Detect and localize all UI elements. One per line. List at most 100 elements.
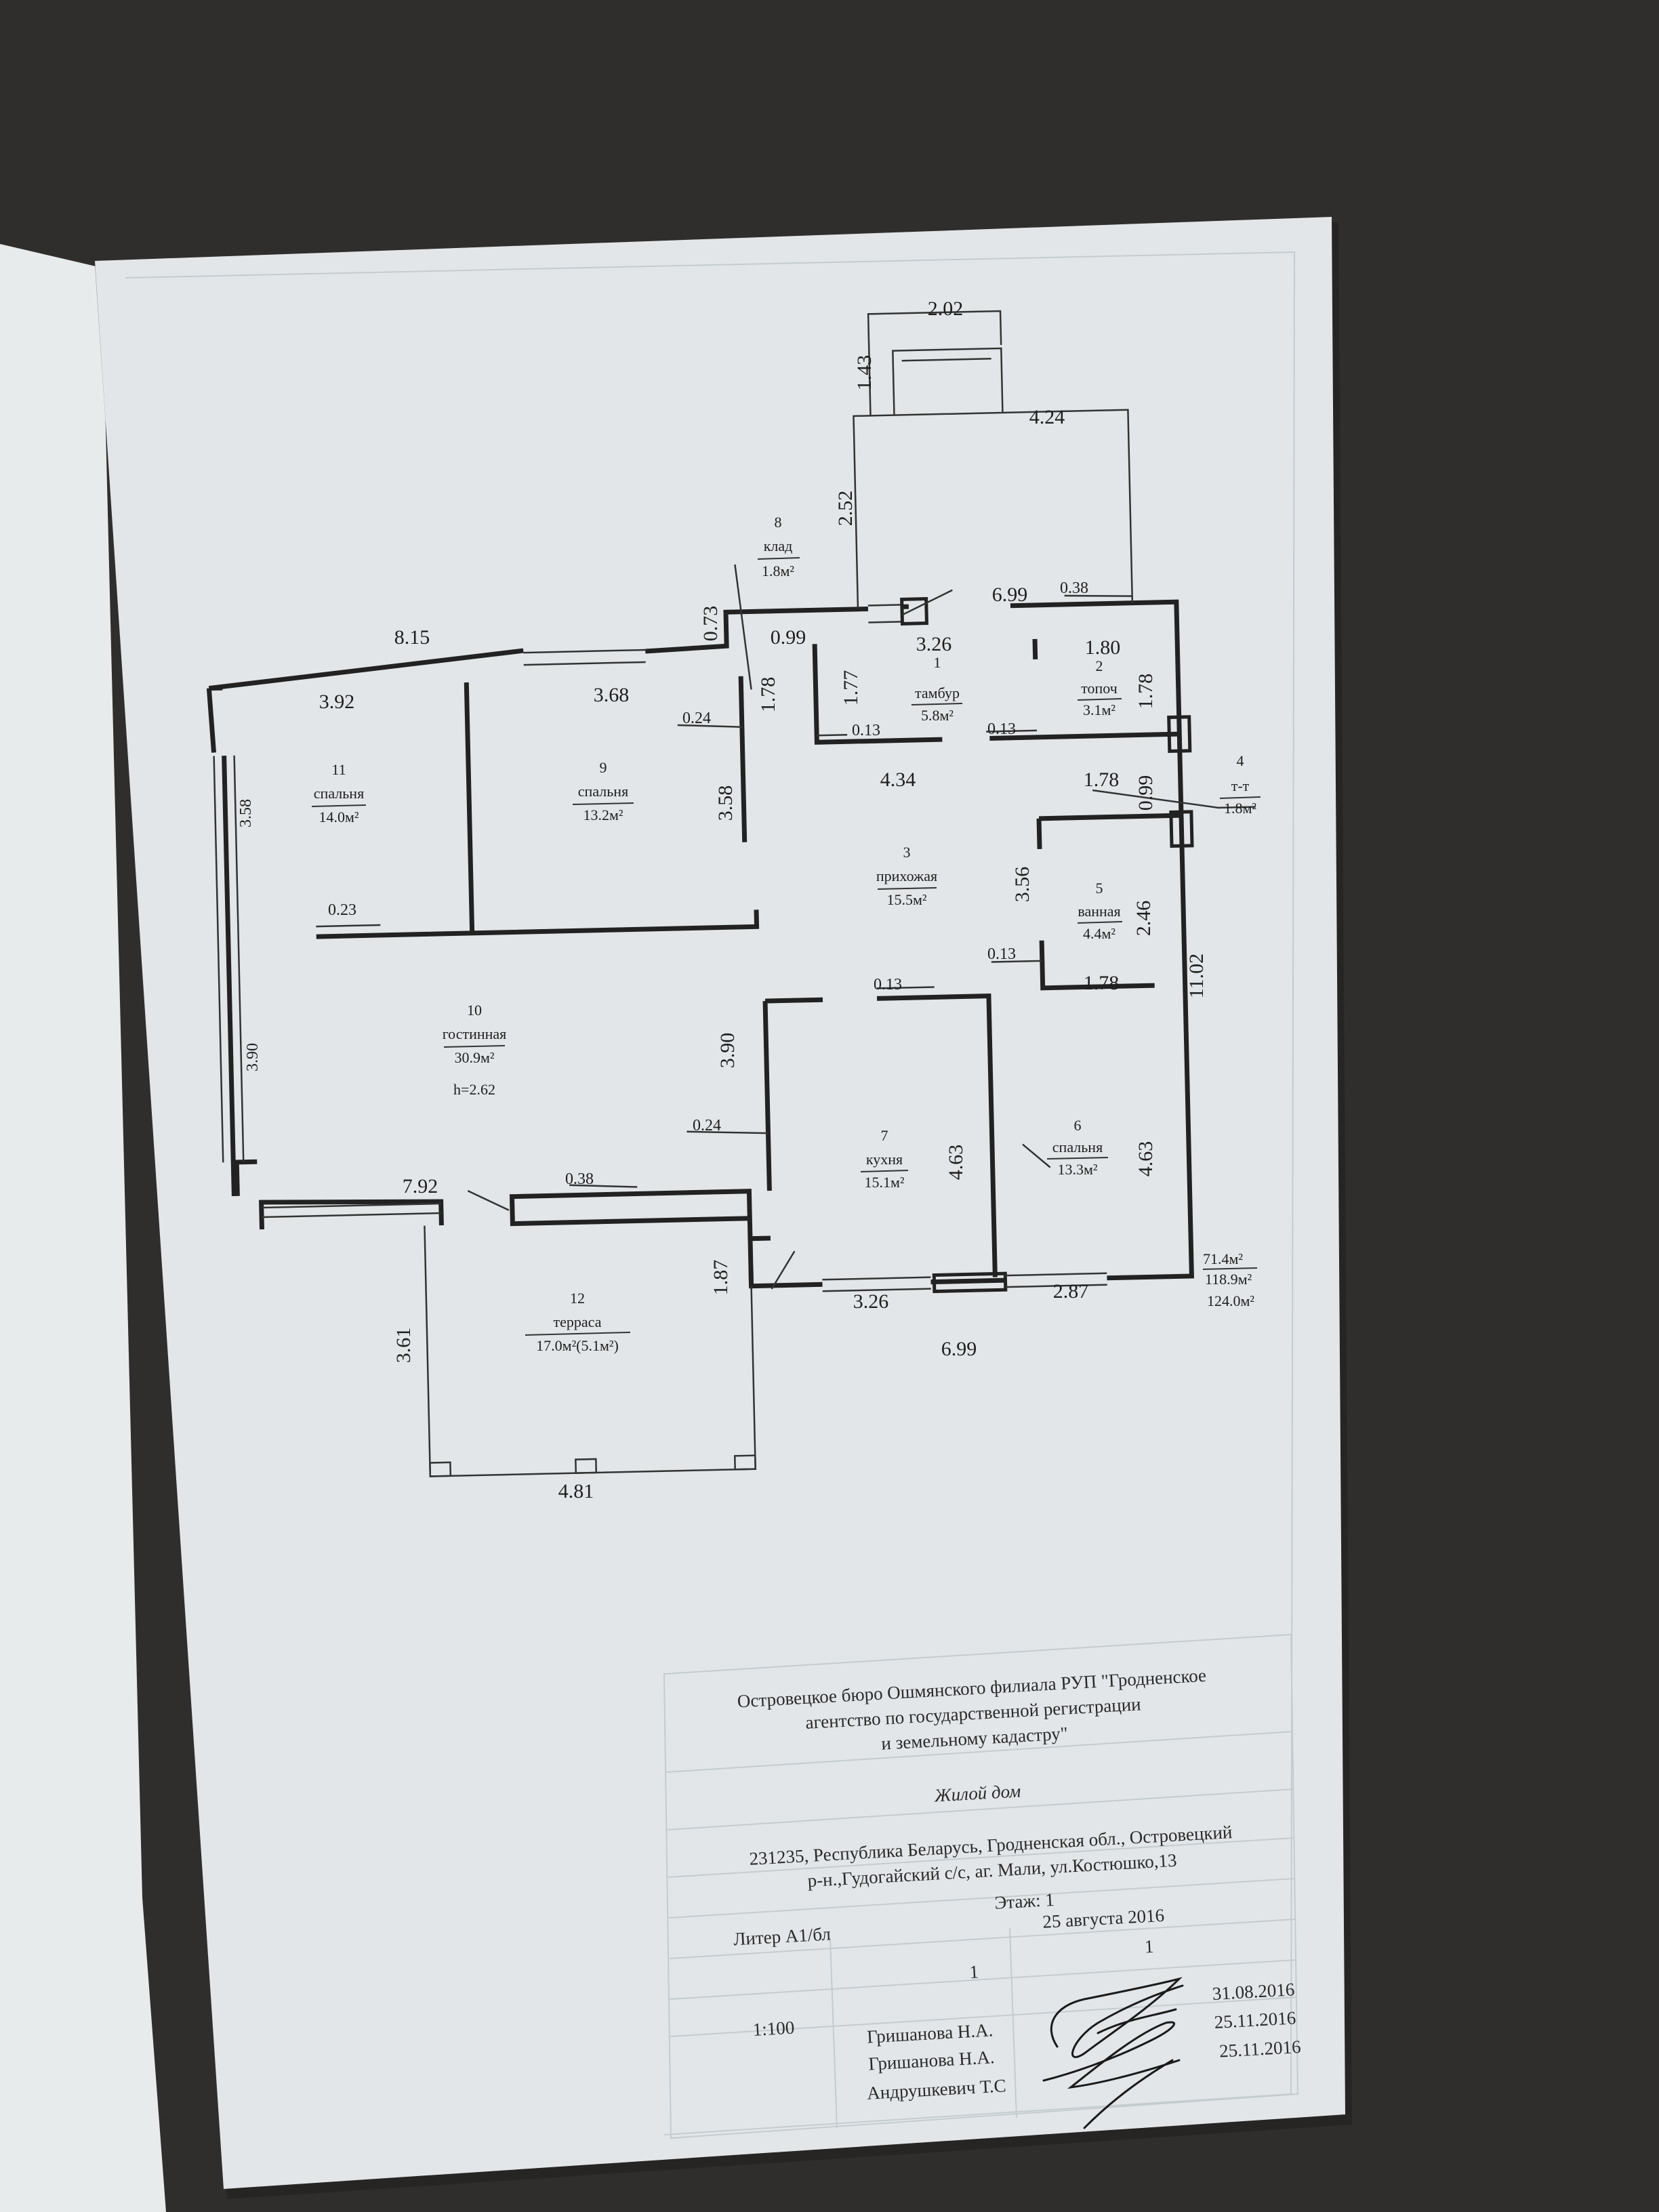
page-frame [125, 251, 1296, 2135]
room-area: 3.1м² [1083, 701, 1115, 718]
dimension-labels: 2.02 1.43 4.24 2.52 6.99 0.38 0.73 8.15 … [237, 298, 1208, 1502]
dimension-label: 4.81 [558, 1480, 594, 1502]
dimension-label: 0.73 [699, 606, 722, 642]
sign-date: 25.11.2016 [1214, 2007, 1296, 2032]
dimension-label: 1.78 [1084, 972, 1120, 994]
dimension-label: 3.68 [594, 684, 630, 706]
dimension-label: 1.87 [710, 1260, 732, 1296]
dimension-label: 0.23 [328, 901, 356, 919]
dimension-label: 3.26 [916, 633, 952, 655]
room-number: 8 [775, 514, 782, 531]
terrace-outline [424, 1225, 756, 1477]
area-underlines [311, 557, 1261, 1336]
document-page [95, 217, 1345, 2189]
room-name: ванная [1078, 903, 1120, 920]
room-labels: 1 тамбур 5.8м² 2 топоч 3.1м² 3 прихожая … [314, 514, 1257, 1354]
dimension-label: 3.58 [237, 799, 255, 827]
dimension-label: 4.63 [945, 1145, 967, 1181]
dimension-label: 3.90 [244, 1043, 262, 1071]
dimension-label: 1.80 [1085, 636, 1121, 659]
dimension-label: 1.77 [840, 670, 862, 706]
dimension-label: 0.13 [852, 722, 880, 739]
room-number: 3 [903, 844, 911, 861]
dimension-label: 0.13 [987, 720, 1016, 738]
dimension-label: 0.99 [771, 626, 806, 649]
room-number: 2 [1096, 657, 1103, 674]
dimension-label: 8.15 [394, 626, 430, 649]
dimension-label: 1.78 [757, 677, 779, 713]
room-height: h=2.62 [453, 1081, 495, 1098]
total-area: 71.4м² [1203, 1250, 1243, 1267]
interior-walls [316, 638, 1182, 1286]
total-area: 118.9м² [1205, 1271, 1252, 1288]
sign-date: 25.11.2016 [1218, 2036, 1301, 2062]
dimension-label: 0.99 [1134, 775, 1157, 811]
entrance-porch [853, 310, 1134, 609]
dimension-label: 0.13 [874, 976, 902, 994]
dimension-label: 1.78 [1084, 769, 1120, 791]
dimension-label: 0.38 [1060, 579, 1088, 597]
room-area: 15.1м² [864, 1174, 904, 1191]
total-area: 124.0м² [1207, 1292, 1254, 1309]
dimension-label: 3.58 [714, 785, 737, 821]
room-name: топоч [1081, 680, 1118, 697]
dimension-label: 4.34 [880, 769, 916, 791]
scale-label: 1:100 [752, 2018, 795, 2040]
room-name: прихожая [876, 867, 937, 884]
room-name: терраса [554, 1313, 602, 1330]
room-name: спальня [1052, 1139, 1103, 1155]
room-area: 14.0м² [319, 808, 359, 825]
dimension-label: 0.38 [565, 1170, 594, 1188]
dimension-label: 3.56 [1011, 867, 1033, 903]
dimension-label: 0.24 [682, 710, 711, 727]
floor-label: Этаж: 1 [994, 1889, 1055, 1913]
dimension-label: 2.52 [834, 491, 857, 527]
dimension-label: 3.92 [319, 691, 355, 713]
room-area: 30.9м² [454, 1049, 494, 1066]
left-page [0, 244, 166, 2212]
room-area: 17.0м²(5.1м²) [536, 1337, 619, 1354]
sheets-count: 1 [1144, 1936, 1154, 1957]
room-name: спальня [578, 783, 628, 800]
room-area: 1.8м² [1224, 800, 1256, 817]
dimension-label: 4.24 [1029, 406, 1065, 428]
dimension-label: 0.24 [693, 1117, 721, 1134]
room-name: тамбур [915, 684, 960, 701]
signature [1042, 1977, 1184, 2129]
dimension-label: 2.87 [1053, 1280, 1089, 1303]
dimension-label: 3.61 [392, 1328, 415, 1364]
dimension-label: 6.99 [941, 1338, 977, 1360]
sheet-number: 1 [969, 1961, 979, 1982]
room-number: 6 [1074, 1117, 1082, 1134]
room-name: т-т [1231, 777, 1250, 794]
dimension-label: 6.99 [992, 583, 1028, 606]
room-name: клад [764, 537, 793, 554]
dimension-label: 4.63 [1134, 1141, 1157, 1177]
dimension-label: 11.02 [1185, 954, 1208, 998]
room-name: спальня [314, 785, 364, 802]
leader-lines [316, 564, 1256, 1290]
windows [213, 597, 1194, 1294]
room-number: 4 [1237, 752, 1244, 769]
dimension-label: 0.13 [987, 945, 1016, 963]
room-number: 7 [881, 1127, 888, 1144]
dimension-label: 3.90 [716, 1033, 739, 1069]
floor-plan [206, 310, 1256, 1477]
dimension-label: 1.43 [853, 355, 876, 391]
dimension-label: 2.46 [1132, 901, 1155, 937]
room-number: 5 [1096, 880, 1103, 897]
object-name: Жилой дом [933, 1780, 1021, 1805]
room-number: 10 [467, 1002, 482, 1019]
sign-date: 31.08.2016 [1212, 1979, 1295, 2004]
title-block-grid [663, 1633, 1299, 2139]
dimension-label: 7.92 [403, 1175, 438, 1197]
room-number: 12 [570, 1290, 585, 1307]
dimension-label: 2.02 [928, 298, 964, 320]
room-number: 1 [934, 654, 941, 671]
room-area: 13.3м² [1057, 1161, 1097, 1178]
area-totals: 71.4м² 118.9м² 124.0м² [1202, 1250, 1258, 1309]
room-area: 4.4м² [1083, 925, 1115, 942]
room-name: кухня [866, 1151, 903, 1168]
dimension-label: 1.78 [1134, 674, 1157, 710]
